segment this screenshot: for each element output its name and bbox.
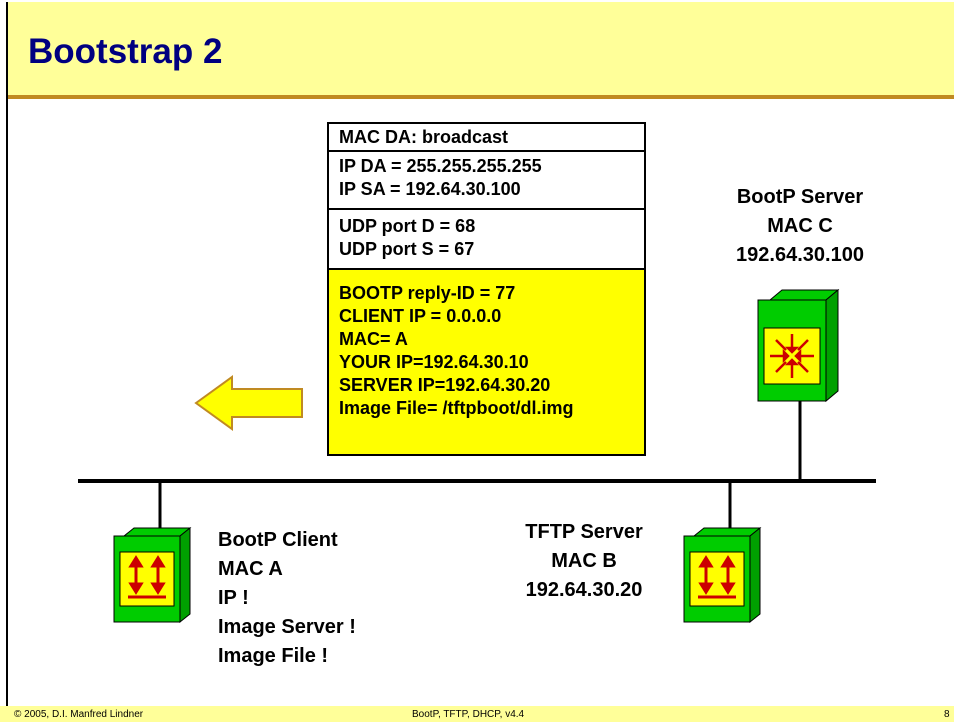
packet-line: IP DA = 255.255.255.255 — [339, 156, 542, 176]
title-bar — [8, 2, 954, 96]
label-line: 192.64.30.20 — [525, 579, 643, 601]
tftp-server-device — [683, 526, 762, 624]
footer: © 2005, D.I. Manfred Lindner BootP, TFTP… — [0, 706, 954, 722]
packet-line: IP SA = 192.64.30.100 — [339, 179, 521, 199]
label-line: Image Server ! — [218, 616, 356, 638]
footer-course: BootP, TFTP, DHCP, v4.4 — [412, 709, 525, 720]
up-down-arrows-icon — [698, 555, 736, 599]
packet-udp-section: UDP port D = 68 UDP port S = 67 — [327, 208, 646, 270]
packet-line: SERVER IP=192.64.30.20 — [339, 375, 551, 395]
packet-line: BOOTP reply-ID = 77 — [339, 283, 516, 303]
label-line: 192.64.30.100 — [736, 244, 864, 266]
label-line: BootP Server — [736, 186, 864, 208]
packet-line: MAC= A — [339, 329, 408, 349]
packet-line: MAC DA: broadcast — [339, 127, 509, 147]
bootp-client-device — [113, 526, 192, 624]
packet-mac-section: MAC DA: broadcast — [327, 122, 646, 152]
packet-line: YOUR IP=192.64.30.10 — [339, 352, 529, 372]
bootp-server-label: BootP Server MAC C 192.64.30.100 — [690, 183, 910, 270]
left-arrow-icon — [194, 375, 303, 431]
bootp-server-device — [757, 288, 840, 403]
footer-copyright: © 2005, D.I. Manfred Lindner — [14, 709, 144, 720]
router-star-icon — [770, 334, 814, 378]
label-line: BootP Client — [218, 529, 338, 551]
label-line: MAC A — [218, 558, 283, 580]
packet-line: CLIENT IP = 0.0.0.0 — [339, 306, 502, 326]
packet-line: Image File= /tftpboot/dl.img — [339, 398, 574, 418]
slide-frame — [6, 2, 952, 720]
tftp-server-label: TFTP Server MAC B 192.64.30.20 — [494, 518, 674, 605]
label-line: Image File ! — [218, 645, 329, 667]
footer-page-number: 8 — [944, 709, 950, 720]
title-underline — [8, 95, 954, 99]
page-title: Bootstrap 2 — [28, 32, 223, 71]
label-line: TFTP Server — [525, 521, 643, 543]
bootp-client-label: BootP Client MAC A IP ! Image Server ! I… — [218, 526, 438, 671]
packet-line: UDP port D = 68 — [339, 216, 476, 236]
label-line: MAC C — [767, 215, 833, 237]
label-line: MAC B — [551, 550, 617, 572]
up-down-arrows-icon — [128, 555, 166, 599]
packet-line: UDP port S = 67 — [339, 239, 475, 259]
packet-bootp-section: BOOTP reply-ID = 77 CLIENT IP = 0.0.0.0 … — [327, 268, 646, 456]
label-line: IP ! — [218, 587, 249, 609]
